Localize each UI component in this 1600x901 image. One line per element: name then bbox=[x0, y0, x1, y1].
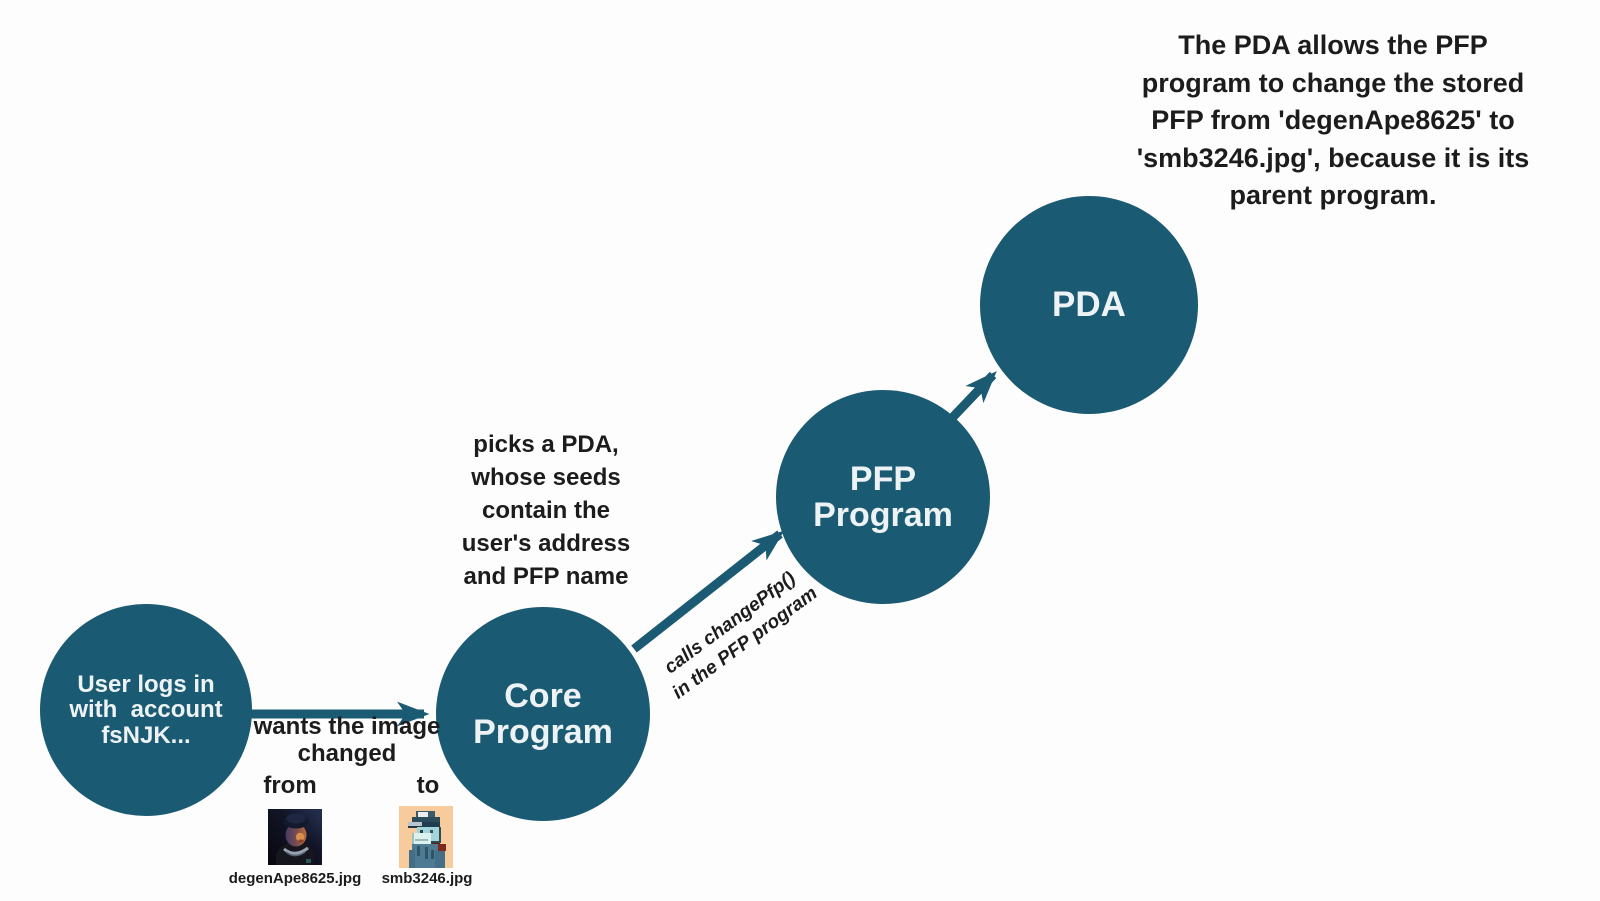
note-line: and PFP name bbox=[463, 563, 629, 590]
note-line: parent program. bbox=[1229, 180, 1437, 211]
note-line: whose seeds bbox=[471, 464, 621, 491]
note-line: contain the bbox=[481, 497, 610, 524]
note-line: user's address bbox=[461, 530, 631, 557]
note-line: in the PFP program bbox=[668, 582, 822, 704]
node-core-program: Core Program bbox=[436, 607, 650, 821]
degen-ape-thumbnail bbox=[268, 809, 322, 865]
node-line: Program bbox=[813, 496, 953, 534]
note-line: The PDA allows the PFP bbox=[1178, 30, 1488, 60]
note-line: 'smb3246.jpg', because it is its bbox=[1136, 142, 1530, 173]
note-line: changed bbox=[297, 740, 397, 768]
from-label: from bbox=[263, 772, 317, 799]
node-pda: PDA bbox=[980, 196, 1198, 414]
calls-changepfp-label: calls changePfp() in the PFP program bbox=[627, 542, 849, 724]
node-line: with account bbox=[69, 696, 223, 724]
after-image-caption: smb3246.jpg bbox=[381, 870, 473, 887]
note-line: wants the image bbox=[253, 713, 441, 740]
node-pfp-label: PFP Program bbox=[813, 459, 953, 534]
note-line: picks a PDA, bbox=[473, 431, 619, 458]
pixel-monkey-thumbnail bbox=[399, 806, 453, 868]
node-line: fsNJK... bbox=[101, 721, 191, 749]
to-label: to bbox=[416, 772, 440, 799]
wants-image-changed-label: wants the image changed bbox=[252, 713, 442, 767]
note-line: program to change the stored bbox=[1141, 67, 1525, 98]
picks-pda-note: picks a PDA, whose seeds contain the use… bbox=[448, 428, 644, 593]
pda-explanation-note: The PDA allows the PFP program to change… bbox=[1068, 27, 1598, 215]
before-image-caption: degenApe8625.jpg bbox=[228, 870, 362, 887]
node-line: User logs in bbox=[77, 670, 215, 698]
note-line: calls changePfp() bbox=[660, 567, 800, 679]
arrow-pfp-to-pda bbox=[949, 371, 997, 421]
node-line: PFP bbox=[849, 459, 917, 498]
node-pda-label: PDA bbox=[1052, 285, 1126, 325]
node-user-label: User logs in with account fsNJK... bbox=[69, 670, 223, 749]
node-line: PDA bbox=[1052, 285, 1126, 324]
node-core-label: Core Program bbox=[473, 676, 613, 751]
node-line: Program bbox=[473, 713, 613, 751]
node-user-account: User logs in with account fsNJK... bbox=[40, 604, 252, 816]
node-pfp-program: PFP Program bbox=[776, 390, 990, 604]
node-line: Core bbox=[504, 676, 582, 715]
note-line: PFP from 'degenApe8625' to bbox=[1151, 105, 1515, 136]
